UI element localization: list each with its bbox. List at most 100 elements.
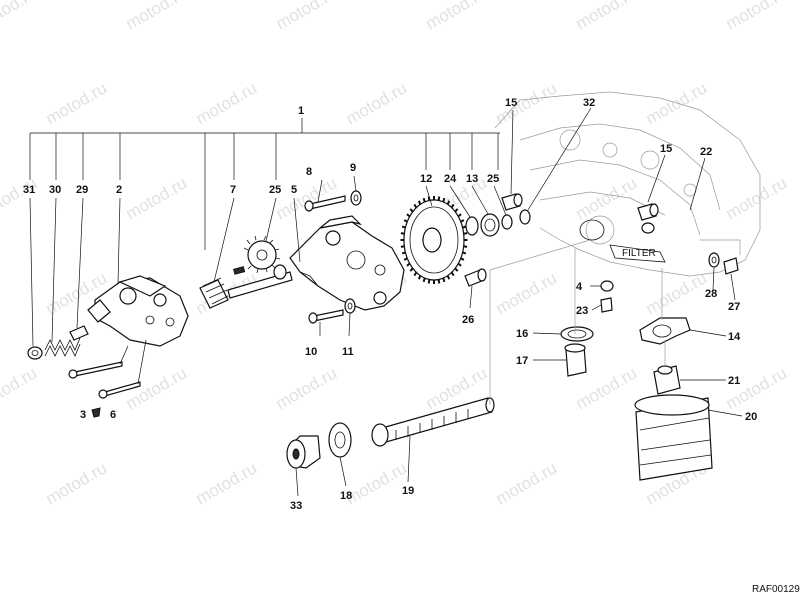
gear-tooth <box>403 257 408 261</box>
callout-19: 19 <box>402 485 414 497</box>
watermark-text: motod.ru <box>723 363 791 413</box>
watermark-text: motod.ru <box>123 173 191 223</box>
gear-tooth <box>413 203 418 209</box>
pump-gear-25 <box>243 235 281 274</box>
gear-tooth <box>422 197 426 203</box>
gear-tooth <box>427 279 431 284</box>
gasket-18 <box>328 422 352 458</box>
watermark-text: motod.ru <box>493 268 561 318</box>
pump-screws <box>68 361 141 418</box>
oil-strainer-19 <box>371 397 495 447</box>
plug-27 <box>723 257 739 275</box>
watermark-text: motod.ru <box>343 458 411 508</box>
screw-8 <box>304 195 346 212</box>
watermark-text: motod.ru <box>273 173 341 223</box>
watermark-text: motod.ru <box>123 0 191 33</box>
gear-tooth <box>409 267 414 272</box>
callout-25a: 25 <box>269 184 281 196</box>
gear-tooth <box>417 275 422 280</box>
watermark-text: motod.ru <box>343 78 411 128</box>
callout-2: 2 <box>116 184 122 196</box>
callout-10: 10 <box>305 346 317 358</box>
callout-24: 24 <box>444 173 457 185</box>
gear-tooth <box>400 232 405 235</box>
gear-tooth <box>460 257 465 261</box>
gear-tooth <box>446 275 451 280</box>
gear-tooth <box>442 277 446 283</box>
callout-labels: 1 2 3 4 5 6 7 8 9 10 11 12 13 14 15 15 1… <box>23 97 757 512</box>
callout-4: 4 <box>576 281 583 293</box>
gear-tooth <box>427 196 431 201</box>
relief-valve-spring <box>44 337 81 357</box>
watermark-text: motod.ru <box>43 78 111 128</box>
oring-32 <box>519 209 531 225</box>
gear-tooth <box>406 262 411 267</box>
watermark-text: motod.ru <box>493 458 561 508</box>
watermark-text: motod.ru <box>643 268 711 318</box>
dowel-15-left <box>501 193 523 211</box>
bushing-26 <box>464 268 487 287</box>
callout-16: 16 <box>516 328 528 340</box>
oil-pump-body <box>87 275 189 347</box>
washer-11 <box>344 298 356 314</box>
gear-tooth <box>462 225 467 229</box>
gear-tooth <box>401 225 406 229</box>
callout-18: 18 <box>340 490 352 502</box>
drive-shaft-gear-7 <box>199 266 293 309</box>
gear-tooth <box>442 197 446 203</box>
callout-13: 13 <box>466 173 478 185</box>
callout-5: 5 <box>291 184 297 196</box>
pump-housing-5 <box>289 215 405 311</box>
callout-11: 11 <box>342 346 354 358</box>
watermark-text: motod.ru <box>643 78 711 128</box>
callout-14: 14 <box>728 331 741 343</box>
gear-tooth <box>400 245 405 248</box>
watermark-text: motod.ru <box>723 173 791 223</box>
callout-21: 21 <box>728 375 740 387</box>
gear-tooth <box>446 200 451 205</box>
gear-tooth <box>457 262 462 267</box>
callout-1: 1 <box>298 105 304 117</box>
relief-valve-plunger <box>69 325 89 341</box>
callout-32: 32 <box>583 97 595 109</box>
gear-tooth <box>460 219 465 223</box>
watermark-text: motod.ru <box>493 78 561 128</box>
rings-24-13-25 <box>465 213 513 237</box>
gear-tooth <box>437 279 441 284</box>
callout-17: 17 <box>516 355 528 367</box>
watermark-text: motod.ru <box>0 363 40 413</box>
gear-tooth <box>409 208 414 213</box>
dowel-15-right <box>637 203 659 234</box>
callout-6: 6 <box>110 409 116 421</box>
gear-tooth <box>450 203 455 209</box>
watermark-text: motod.ru <box>573 0 641 33</box>
callout-20: 20 <box>745 411 757 423</box>
nipple-21 <box>653 365 681 395</box>
callout-9: 9 <box>350 162 356 174</box>
gear-tooth <box>406 213 411 218</box>
union-17 <box>564 343 587 377</box>
callout-29: 29 <box>76 184 88 196</box>
driven-gear-12 <box>400 196 468 284</box>
watermark-text: motod.ru <box>573 173 641 223</box>
bracket-14 <box>639 317 691 345</box>
watermark-text: motod.ru <box>0 173 40 223</box>
drain-plug-33 <box>286 435 321 469</box>
callout-23: 23 <box>576 305 588 317</box>
engine-crankcase: FILTER <box>494 91 761 277</box>
gear-tooth <box>437 196 441 201</box>
gear-tooth <box>403 219 408 223</box>
callout-22: 22 <box>700 146 712 158</box>
gear-tooth <box>454 267 459 272</box>
callout-30: 30 <box>49 184 61 196</box>
shaft-oring <box>273 264 287 280</box>
callout-15a: 15 <box>505 97 517 109</box>
oil-filter-20 <box>634 394 713 481</box>
watermark-text: motod.ru <box>273 0 341 33</box>
callout-8: 8 <box>306 166 312 178</box>
gear-tooth <box>463 232 468 235</box>
callout-15b: 15 <box>660 143 672 155</box>
washer-31 <box>27 346 43 360</box>
washer-28 <box>708 252 720 268</box>
